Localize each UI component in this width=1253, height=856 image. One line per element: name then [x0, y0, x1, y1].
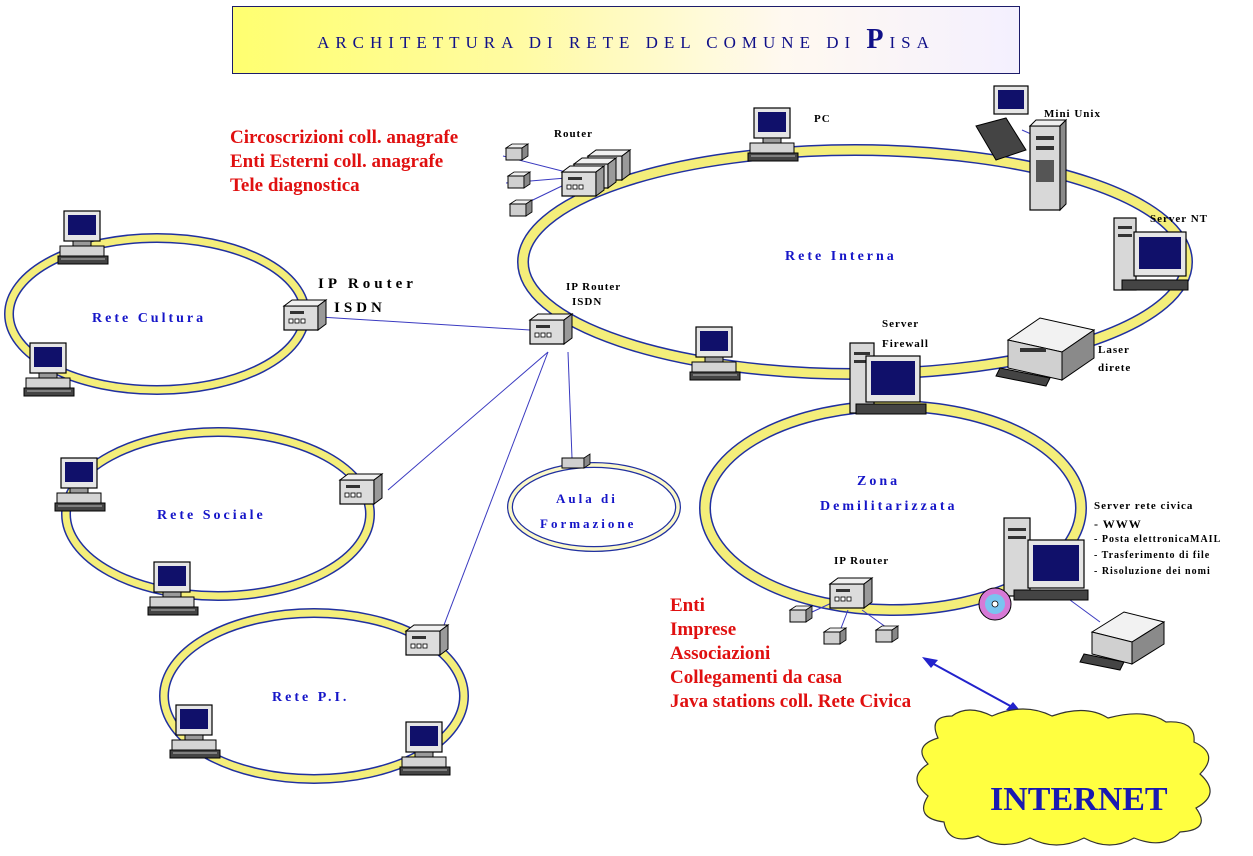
label-rete-interna: Rete Interna	[785, 249, 897, 264]
external-bottom-item-1: Enti	[670, 595, 705, 616]
title-suffix: ISA	[889, 33, 935, 52]
external-top-item-3: Tele diagnostica	[230, 175, 360, 196]
label-pc: PC	[814, 113, 831, 125]
ring-aula-formazione	[507, 462, 681, 552]
internet-cloud-icon	[916, 708, 1211, 846]
label-server-civica: Server rete civica	[1094, 500, 1194, 512]
internet-label: INTERNET	[990, 781, 1168, 818]
pc-icon-interna-top	[747, 107, 799, 162]
external-top-list: Circoscrizioni coll. anagrafe Enti Ester…	[230, 126, 458, 198]
label-router: Router	[554, 128, 593, 140]
label-zona-line1: Zona	[857, 474, 901, 489]
pc-icon-sociale-1	[54, 457, 106, 512]
internet-arrow	[922, 657, 1022, 713]
modem-icon-2	[507, 171, 531, 189]
label-laser-2: direte	[1098, 362, 1132, 374]
mini-unix-icon	[975, 85, 1068, 212]
label-mini-unix: Mini Unix	[1044, 108, 1101, 120]
label-server-nt: Server NT	[1150, 213, 1208, 225]
ip-router-icon-center	[529, 313, 573, 345]
pc-icon-cultura-1	[57, 210, 109, 265]
server-firewall-icon	[849, 342, 927, 415]
label-aula-formazione-line2: Formazione	[540, 516, 637, 531]
cd-icon	[978, 587, 1012, 621]
title-big-letter: P	[866, 24, 890, 55]
label-rete-pi: Rete P.I.	[272, 690, 350, 705]
label-ip-router-center-1: IP Router	[566, 281, 622, 293]
network-links	[319, 129, 1101, 647]
printer-icon-civica	[1079, 611, 1166, 671]
title-banner: ARCHITETTURA DI RETE DEL COMUNE DI PISA	[232, 6, 1020, 74]
external-bottom-item-2: Imprese	[670, 619, 737, 640]
civica-service-mail: - Posta elettronicaMAIL	[1094, 534, 1222, 545]
external-top-item-1: Circoscrizioni coll. anagrafe	[230, 127, 459, 148]
label-ip-router-cultura-2: ISDN	[334, 300, 386, 316]
label-zona-line2: Demilitarizzata	[820, 499, 958, 514]
label-rete-sociale: Rete Sociale	[157, 508, 266, 523]
external-bottom-item-5: Java stations coll. Rete Civica	[670, 691, 912, 712]
label-aula-formazione-line1: Aula di	[556, 491, 618, 506]
laser-printer-icon	[995, 317, 1096, 387]
external-bottom-list: Enti Imprese Associazioni Collegamenti d…	[670, 594, 911, 714]
ring-rete-pi	[159, 608, 469, 784]
civica-service-dns: - Risoluzione dei nomi	[1094, 566, 1211, 577]
aula-router-icon	[561, 453, 591, 469]
label-laser-1: Laser	[1098, 344, 1130, 356]
label-ip-router-cultura-1: IP Router	[318, 276, 417, 292]
pc-icon-pi-1	[169, 704, 221, 759]
external-bottom-item-4: Collegamenti da casa	[670, 667, 843, 688]
label-server-firewall-2: Firewall	[882, 338, 929, 350]
title-prefix: ARCHITETTURA DI RETE DEL COMUNE DI	[317, 33, 857, 52]
pc-icon-pi-2	[399, 721, 451, 776]
pc-icon-sociale-2	[147, 561, 199, 616]
ip-router-icon-cultura	[283, 299, 327, 331]
server-nt-icon	[1113, 217, 1189, 291]
router-icon-sociale	[339, 473, 383, 505]
page-title: ARCHITETTURA DI RETE DEL COMUNE DI PISA	[317, 24, 935, 56]
modem-icon-1	[505, 143, 529, 161]
label-ip-router-dmz: IP Router	[834, 555, 890, 567]
civica-service-ftp: - Trasferimento di file	[1094, 550, 1211, 561]
modem-icon-3	[509, 199, 533, 217]
external-top-item-2: Enti Esterni coll. anagrafe	[230, 151, 444, 172]
ring-rete-sociale	[61, 427, 375, 601]
server-civica-icon	[1003, 517, 1089, 601]
civica-services-list: - WWW - Posta elettronicaMAIL - Trasferi…	[1094, 516, 1221, 580]
label-rete-cultura: Rete Cultura	[92, 311, 207, 326]
label-ip-router-center-2: ISDN	[572, 296, 603, 308]
pc-icon-cultura-2	[23, 342, 75, 397]
label-server-firewall-1: Server	[882, 318, 920, 330]
router-icon-pi	[405, 624, 449, 656]
civica-service-www: - WWW	[1094, 517, 1142, 531]
external-bottom-item-3: Associazioni	[670, 643, 771, 664]
pc-icon-interna-left	[689, 326, 741, 381]
